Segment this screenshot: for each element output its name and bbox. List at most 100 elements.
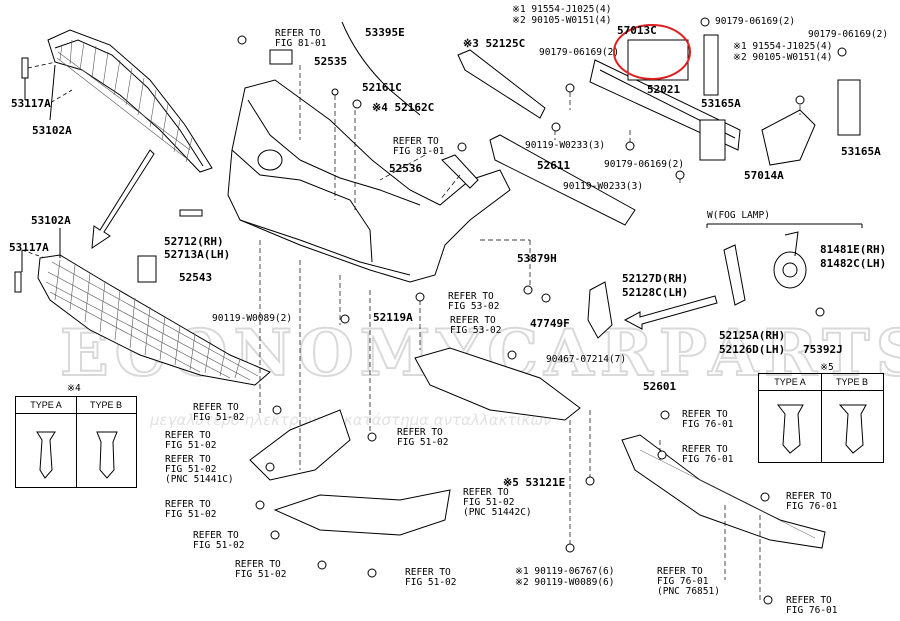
part-label-p53879h[interactable]: 53879H (517, 252, 557, 265)
refer-line: FIG 76-01 (682, 419, 734, 430)
fastener-label-f90119_w0233_a[interactable]: 90119-W0233(3) (525, 140, 606, 151)
part-label-p52125a[interactable]: 52125A(RH) (719, 329, 786, 342)
energy-absorber-52611-part (489, 134, 636, 226)
lower-grille-part (37, 254, 271, 386)
refer-line: FIG 51-02 (235, 569, 287, 580)
refer-line: REFER TO (657, 566, 703, 577)
clip-type-b-5 (838, 404, 867, 454)
part-label-p81482c[interactable]: 81482C(LH) (820, 257, 887, 270)
refer-line: FIG 51-02 (165, 440, 217, 451)
part-label-p52127d[interactable]: 52127D(RH) (622, 272, 689, 285)
part-label-p57013c[interactable]: 57013C (617, 24, 657, 37)
part-label-p52611[interactable]: 52611 (537, 159, 571, 172)
clip-53117a-upper (21, 57, 29, 79)
refer-line: REFER TO (165, 499, 211, 510)
retainer-52543-part (137, 255, 157, 283)
type-header-rule (16, 413, 136, 414)
part-label-p53102a_mid[interactable]: 53102A (31, 214, 71, 227)
part-label-p52119a[interactable]: 52119A (373, 311, 413, 324)
bracket-53165a-right (837, 79, 861, 136)
fog-lamp-part (773, 251, 807, 289)
part-label-p53165a_a[interactable]: 53165A (701, 97, 741, 110)
refer-line: (PNC 51442C) (463, 507, 532, 518)
clip-type-a-4 (36, 431, 56, 479)
fastener-label-f290119_w0089[interactable]: ※2 90119-W0089(6) (515, 577, 615, 588)
bracket-52536-part (441, 154, 479, 189)
watermark-sub-text: μεγαλύτερο ηλεκτρονικό κατάστημα ανταλλα… (149, 411, 551, 429)
part-label-p53102a_top[interactable]: 53102A (32, 124, 72, 137)
part-label-p52125c[interactable]: ※3 52125C (463, 37, 526, 50)
refer-line: REFER TO (405, 567, 451, 578)
part-label-p53165a_b[interactable]: 53165A (841, 145, 881, 158)
part-label-p53117a_mid[interactable]: 53117A (9, 241, 49, 254)
fastener-label-f191554_top[interactable]: ※1 91554-J1025(4) (512, 4, 612, 15)
fastener-label-f191554_r[interactable]: ※1 91554-J1025(4) (733, 41, 833, 52)
upper-grille-part (47, 29, 213, 173)
part-label-p53121e[interactable]: ※5 53121E (503, 476, 566, 489)
fastener-label-f90467[interactable]: 90467-07214(7) (546, 354, 627, 365)
refer-line: REFER TO (786, 595, 832, 606)
type-a-header: TYPE A (774, 377, 806, 387)
refer-line: (PNC 76851) (657, 586, 720, 597)
part-label-p53395e[interactable]: 53395E (365, 26, 405, 39)
fastener-label-f90119_w0089[interactable]: 90119-W0089(2) (212, 313, 293, 324)
part-label-p52601[interactable]: 52601 (643, 380, 677, 393)
part-label-p52161c[interactable]: 52161C (362, 81, 402, 94)
fastener-label-f90179_a[interactable]: 90179-06169(2) (715, 16, 796, 27)
fastener-label-f90179_c[interactable]: 90179-06169(2) (539, 47, 620, 58)
part-label-p81481e[interactable]: 81481E(RH) (820, 243, 887, 256)
type-b-header: TYPE B (835, 377, 868, 387)
part-label-p52126d[interactable]: 52126D(LH) (719, 343, 786, 356)
part-label-p52535[interactable]: 52535 (314, 55, 348, 68)
refer-line: REFER TO (165, 454, 211, 465)
direction-arrow-right (623, 295, 718, 330)
fastener-glyphs (237, 17, 847, 605)
part-label-p75392j[interactable]: 75392J (803, 343, 843, 356)
lower-lip-76851-part (621, 434, 826, 549)
refer-line: REFER TO (450, 315, 496, 326)
fastener-label-f90119_w0233_b[interactable]: 90119-W0233(3) (563, 181, 644, 192)
part-label-p52128c[interactable]: 52128C(LH) (622, 286, 689, 299)
refer-line: FIG 76-01 (786, 501, 838, 512)
part-label-p52162c[interactable]: ※4 52162C (372, 101, 435, 114)
fastener-label-f290105_r[interactable]: ※2 90105-W0151(4) (733, 52, 833, 63)
clip-type-a-5 (776, 404, 804, 454)
part-label-p57014a[interactable]: 57014A (744, 169, 784, 182)
refer-line: FIG 51-02 (405, 577, 457, 588)
refer-line: FIG 51-02 (463, 497, 515, 508)
part-label-p53117a_top[interactable]: 53117A (11, 97, 51, 110)
part-label-p52021[interactable]: 52021 (647, 83, 681, 96)
part-label-p52713a[interactable]: 52713A(LH) (164, 248, 231, 261)
part-label-p52543[interactable]: 52543 (179, 271, 213, 284)
fastener-label-f190119_06767[interactable]: ※1 90119-06767(6) (515, 566, 615, 577)
part-label-p52536[interactable]: 52536 (389, 162, 423, 175)
bracket-52125c-part (457, 49, 546, 119)
section-label-fog_lamp: W(FOG LAMP) (707, 210, 770, 221)
fastener-label-f90179_b[interactable]: 90179-06169(2) (808, 29, 889, 40)
fastener-label-f290105_top[interactable]: ※2 90105-W0151(4) (512, 15, 612, 26)
fastener-label-f90179_d[interactable]: 90179-06169(2) (604, 159, 685, 170)
refer-line: REFER TO (393, 136, 439, 147)
part-label-p52712[interactable]: 52712(RH) (164, 235, 224, 248)
refer-line: REFER TO (463, 487, 509, 498)
part-label-p47749f[interactable]: 47749F (530, 317, 570, 330)
